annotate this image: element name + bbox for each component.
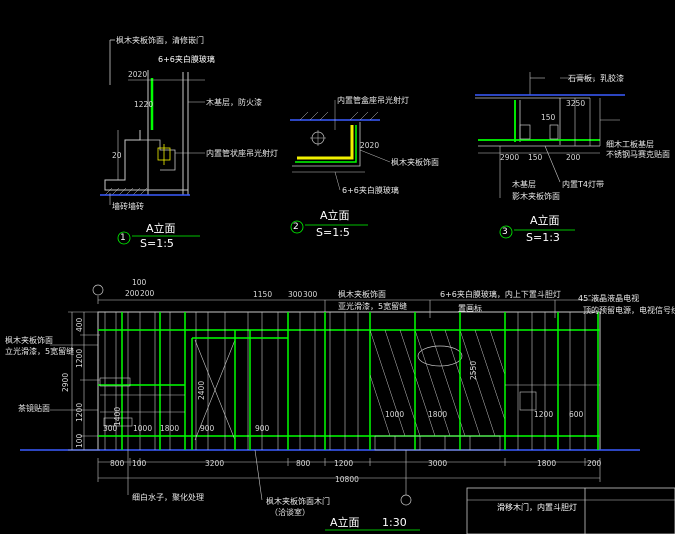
- elev-dim-inner-1200: 1200: [534, 410, 554, 419]
- elev-bottom1-label: 细白水子，聚化处理: [132, 493, 204, 502]
- elev-dim-inner-2400a: 2400: [197, 380, 206, 400]
- elev-top2-label: 亚光滑漆，5宽留缝: [338, 302, 408, 311]
- detail-2-drawing: [290, 100, 391, 234]
- detail3-dim-150b: 150: [528, 153, 543, 162]
- detail2-number: 2: [293, 222, 299, 232]
- elev-dim-inner-600: 600: [569, 410, 584, 419]
- elev-dim-left-1200b: 1200: [75, 402, 84, 422]
- detail1-dim-2020: 2020: [128, 70, 148, 79]
- elev-dim-left-100: 100: [75, 433, 84, 448]
- elev-dim-top-200a: 200: [125, 289, 140, 298]
- detail3-top-label: 石膏板，乳胶漆: [568, 74, 624, 83]
- elev-top3-label: 6+6夹白膜玻璃，内上下置斗胆灯: [440, 290, 561, 299]
- elev-dim-total: 10800: [335, 475, 359, 484]
- detail3-number: 3: [502, 227, 508, 237]
- detail3-dim-200: 200: [566, 153, 581, 162]
- detail3-right1-label: 细木工板基层: [606, 140, 654, 149]
- elev-dim-inner-1000b: 1000: [385, 410, 405, 419]
- detail3-dim-3250: 3250: [566, 99, 586, 108]
- elev-dim-bottom-1200: 1200: [334, 459, 354, 468]
- detail1-lamp-label: 内置管状座吊光射灯: [206, 149, 278, 158]
- main-elevation-drawing: [20, 284, 675, 534]
- elev-dim-bottom-200: 200: [587, 459, 602, 468]
- elev-bottom2-label: 枫木夹板饰面木门: [266, 497, 330, 506]
- elev-dim-left-1200a: 1200: [75, 348, 84, 368]
- elevation-title: A立面: [330, 516, 360, 529]
- elev-left1-label: 枫木夹板饰面: [5, 336, 53, 345]
- elev-dim-bottom-3000: 3000: [428, 459, 448, 468]
- detail1-glass-label: 6+6夹白膜玻璃: [158, 55, 215, 64]
- detail2-title: A立面: [320, 209, 350, 222]
- elev-left2-label: 立光滑漆，5宽留缝: [5, 347, 75, 356]
- elev-dim-bottom-1800: 1800: [537, 459, 557, 468]
- detail-1-drawing: [100, 39, 205, 245]
- detail3-base-label: 木基层: [512, 180, 536, 189]
- elev-dim-top-300b: 300: [303, 290, 318, 299]
- elev-dim-inner-1000a: 1000: [133, 424, 153, 433]
- detail3-dim-2900: 2900: [500, 153, 520, 162]
- elev-dim-inner-900a: 900: [200, 424, 215, 433]
- elev-left3-label: 茶镜贴面: [18, 404, 50, 413]
- detail2-glass-label: 6+6夹白膜玻璃: [342, 186, 399, 195]
- elev-dim-inner-300: 300: [103, 424, 118, 433]
- elev-top1-label: 枫木夹板饰面: [338, 290, 386, 299]
- elev-note-label: 滑移木门，内置斗胆灯: [497, 503, 577, 512]
- elev-dim-top-300a: 300: [288, 290, 303, 299]
- detail1-dim-1220: 1220: [134, 100, 154, 109]
- detail2-dim-2020: 2020: [360, 141, 380, 150]
- detail1-scale: S=1:5: [140, 237, 174, 250]
- elev-top4-label: 置画标: [458, 304, 482, 313]
- detail1-base-label: 木基层，防火漆: [206, 98, 262, 107]
- elev-dim-bottom-100: 100: [132, 459, 147, 468]
- detail2-lamp-label: 内置管盒座吊光射灯: [337, 96, 409, 105]
- detail1-dim-20: 20: [112, 151, 122, 160]
- detail1-top-label: 枫木夹板饰面，清修嵌门: [116, 36, 204, 45]
- elev-dim-inner-900b: 900: [255, 424, 270, 433]
- detail1-number: 1: [120, 233, 126, 243]
- elev-dim-inner-2550: 2550: [469, 360, 478, 380]
- elev-dim-bottom-800b: 800: [296, 459, 311, 468]
- detail3-lamp-label: 内置T4灯带: [562, 180, 604, 189]
- elev-dim-top-200b: 200: [140, 289, 155, 298]
- detail3-right2-label: 不锈钢马赛克贴面: [606, 150, 670, 159]
- detail2-scale: S=1:5: [316, 226, 350, 239]
- detail1-floor-label: 墙砖墙砖: [112, 202, 144, 211]
- detail3-dim-150a: 150: [541, 113, 556, 122]
- elev-dim-bottom-3200: 3200: [205, 459, 225, 468]
- elev-dim-left-2900: 2900: [61, 372, 70, 392]
- detail-3-drawing: [475, 72, 625, 239]
- elevation-scale: 1:30: [382, 516, 407, 529]
- detail3-title: A立面: [530, 214, 560, 227]
- detail2-panel-label: 枫木夹板饰面: [391, 158, 439, 167]
- elev-top5-label: 45″液晶液晶电视: [578, 294, 640, 303]
- detail3-scale: S=1:3: [526, 231, 560, 244]
- elev-dim-top-1150: 1150: [253, 290, 273, 299]
- elev-dim-bottom-800a: 800: [110, 459, 125, 468]
- detail1-title: A立面: [146, 222, 176, 235]
- elev-dim-top-100: 100: [132, 278, 147, 287]
- elev-dim-inner-1800b: 1800: [428, 410, 448, 419]
- elev-top6-label: 顶的预留电源，电视信号线: [583, 306, 675, 315]
- elev-dim-inner-1800a: 1800: [160, 424, 180, 433]
- detail3-panel-label: 影木夹板饰面: [512, 192, 560, 201]
- elev-bottom3-label: （洽谈室）: [270, 508, 310, 517]
- elev-dim-left-400: 400: [75, 317, 84, 332]
